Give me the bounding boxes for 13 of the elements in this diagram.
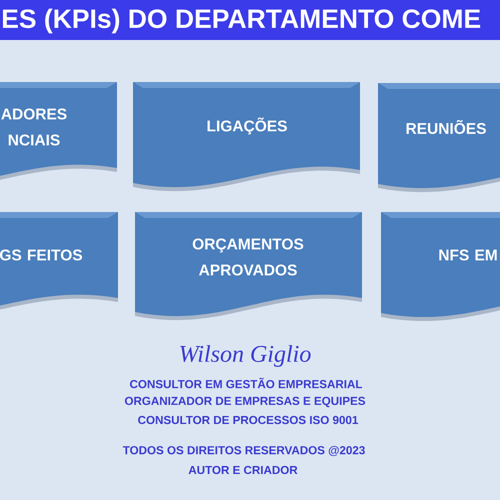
title-bar: ES (KPIs) DO DEPARTAMENTO COME [0, 0, 500, 40]
author-note: AUTOR E CRIADOR [188, 466, 298, 474]
wavy-box: NFS EM [381, 212, 500, 322]
credential-line: CONSULTOR EM GESTÃO EMPRESARIAL [130, 378, 362, 388]
credential-line: ORGANIZADOR DE EMPRESAS E EQUIPES [124, 396, 366, 408]
wavy-box: GS FEITOS [0, 212, 118, 310]
wavy-box: REUNIÕES [378, 83, 500, 192]
credential-line: CONSULTOR DE PROCESSOS ISO 9001 [138, 416, 358, 424]
wavy-box: ADORES NCIAIS [0, 82, 117, 180]
wavy-box: LIGAÇÕES [133, 82, 360, 192]
copyright-notice: TODOS OS DIREITOS RESERVADOS @2023 [122, 446, 365, 456]
signature: Wilson Giglio [180, 345, 311, 367]
wavy-box: ORÇAMENTOS APROVADOS [135, 212, 362, 320]
